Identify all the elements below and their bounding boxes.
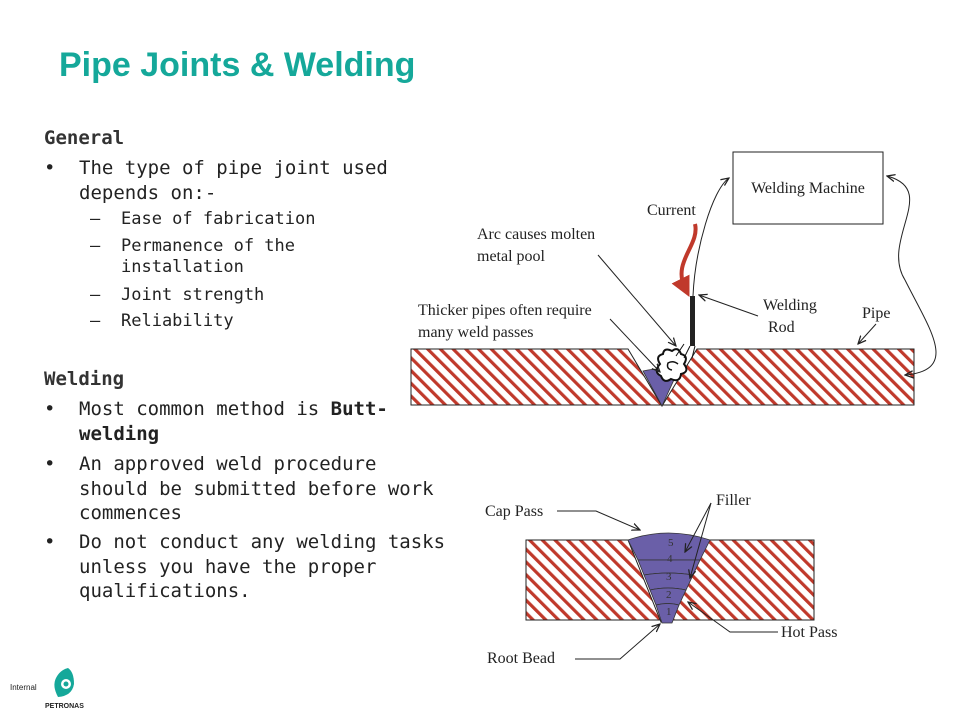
weld-pass-root [655, 603, 680, 624]
welding-bullet-qualifications: • Do not conduct any welding tasks unles… [44, 530, 454, 604]
arc-label-line1: Arc causes molten [477, 226, 595, 243]
current-arrow [671, 223, 698, 297]
brand-name: PETRONAS [45, 703, 84, 710]
butt-welding-text: Butt-welding [79, 398, 388, 445]
arc-spark-icon [655, 343, 696, 382]
classification-label: Internal [10, 683, 37, 692]
cable-to-rod [692, 178, 729, 297]
pass-number-2: 2 [666, 589, 672, 601]
general-item-text: Joint strength [121, 285, 265, 305]
welding-bullet-procedure: • An approved weld procedure should be s… [44, 452, 454, 526]
welding-bullet-method: • Most common method is Butt-welding [44, 398, 388, 445]
pass-number-5: 5 [668, 537, 674, 549]
thick-pipes-label-line2: many weld passes [418, 324, 534, 341]
petronas-logo-icon [54, 668, 74, 697]
pipe-section-bottom [525, 539, 815, 624]
root-bead-label: Root Bead [487, 650, 555, 667]
thick-pipes-label-line1: Thicker pipes often require [418, 302, 592, 319]
cap-pass-label: Cap Pass [485, 503, 543, 520]
weld-passes [627, 532, 711, 624]
cap-pass-pointer [557, 510, 640, 530]
welding-machine-box [732, 151, 884, 225]
welding-procedure-text: An approved weld procedure should be sub… [79, 453, 434, 524]
welding-qualifications-text: Do not conduct any welding tasks unless … [79, 531, 446, 602]
arc-label-line2: metal pool [477, 248, 546, 265]
filler-pointer-1 [685, 502, 712, 552]
welding-heading: Welding [44, 368, 125, 390]
general-item-reliability: – Reliability [90, 311, 390, 332]
welding-method-text: Most common method is [79, 398, 331, 420]
rod-pointer [699, 295, 759, 317]
general-item-strength: – Joint strength [90, 285, 390, 306]
welding-machine-label: Welding Machine [751, 180, 865, 197]
root-bead-pointer [575, 624, 660, 660]
general-bullet-text: The type of pipe joint used depends on:- [79, 157, 388, 204]
cable-to-pipe [887, 176, 937, 375]
general-item-text: Permanence of the installation [121, 236, 295, 277]
pass-number-1: 1 [666, 606, 672, 618]
welding-rod-label-line1: Welding [763, 297, 817, 314]
welding-rod [690, 296, 695, 346]
general-item-text: Reliability [121, 311, 234, 331]
general-bullet: • The type of pipe joint used depends on… [44, 156, 454, 205]
general-item-fabrication: – Ease of fabrication [90, 209, 390, 230]
welding-rod-label-line2: Rod [768, 319, 795, 336]
filler-label: Filler [716, 492, 751, 509]
pipe-pointer [858, 323, 877, 344]
pipe-label: Pipe [862, 305, 890, 322]
filler-pointer-2 [690, 502, 712, 578]
general-heading: General [44, 127, 125, 149]
current-label: Current [647, 202, 696, 219]
pass-number-3: 3 [666, 571, 672, 583]
general-item-permanence: – Permanence of the installation [90, 236, 390, 278]
hot-pass-pointer [688, 602, 778, 633]
thick-pipes-pointer [609, 318, 660, 372]
hot-pass-label: Hot Pass [781, 624, 837, 641]
pipe-section-top [410, 348, 915, 407]
page-title: Pipe Joints & Welding [59, 46, 416, 84]
arc-pointer [597, 254, 676, 346]
pass-number-4: 4 [667, 553, 673, 565]
bullet-dot: • [44, 157, 56, 179]
general-item-text: Ease of fabrication [121, 209, 316, 229]
